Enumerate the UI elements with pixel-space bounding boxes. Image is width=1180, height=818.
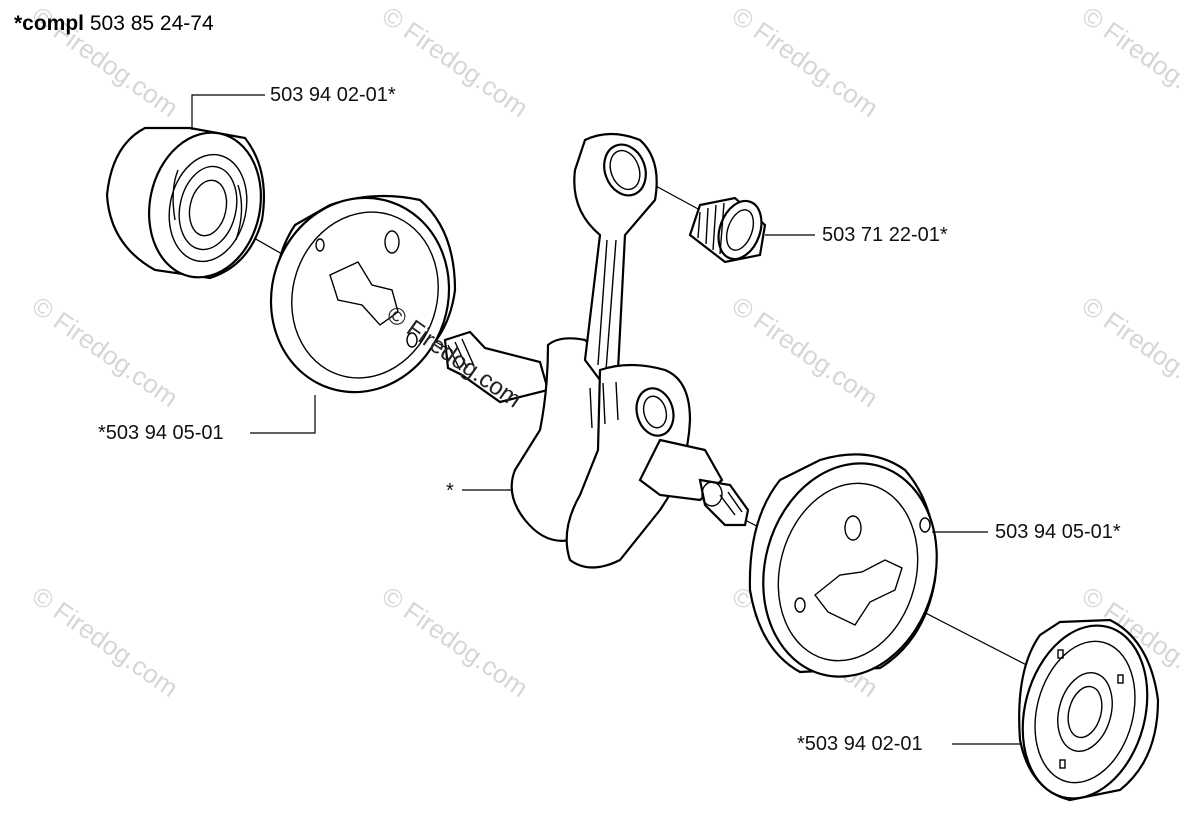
watermark-text: © Firedog.com: [377, 580, 534, 703]
watermark-text: © Firedog.com: [27, 580, 184, 703]
watermark-text: © Firedog.com: [727, 0, 884, 123]
assembly-part-number: 503 85 24-74: [89, 12, 214, 35]
callout-bearing-left[interactable]: 503 94 02-01*: [270, 84, 396, 106]
watermark-text: © Firedog.com: [1077, 0, 1180, 123]
watermark-text: © Firedog.com: [727, 290, 884, 413]
watermark-text: © Firedog.com: [1077, 290, 1180, 413]
crank-washer-right: [748, 453, 938, 678]
ball-bearing-right: [1018, 618, 1160, 802]
callout-bearing-right[interactable]: *503 94 02-01: [797, 733, 923, 755]
crank-washer-left: [269, 194, 457, 394]
crankshaft: [443, 132, 750, 569]
callout-washer-left[interactable]: *503 94 05-01: [98, 422, 224, 444]
callout-crankshaft[interactable]: *: [446, 480, 454, 502]
assembly-prefix: *compl: [14, 12, 85, 35]
assembly-title: *compl 503 85 24-74: [14, 12, 214, 36]
callout-needle-bearing[interactable]: 503 71 22-01*: [822, 224, 948, 246]
leader-lines: [191, 94, 1022, 745]
ball-bearing-left: [105, 126, 265, 280]
watermark-text: © Firedog.com: [27, 290, 184, 413]
watermark-text: © Firedog.com: [377, 0, 534, 123]
needle-bearing: [688, 196, 767, 264]
callout-washer-right[interactable]: 503 94 05-01*: [995, 521, 1121, 543]
